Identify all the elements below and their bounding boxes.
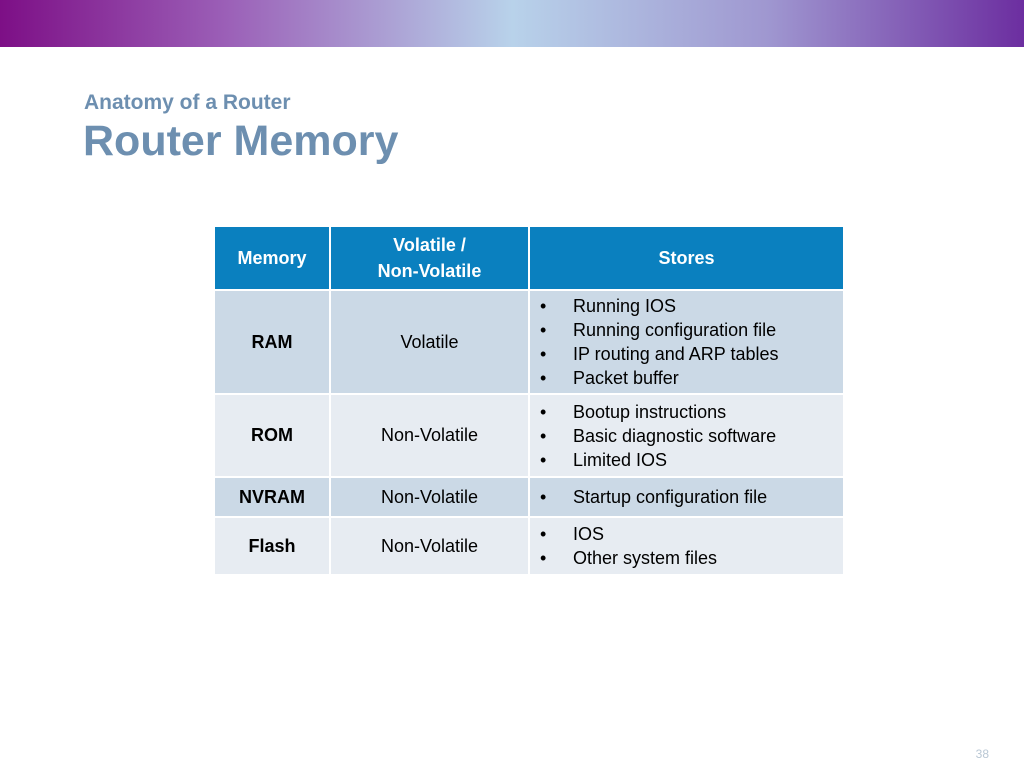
memory-name-cell: NVRAM <box>213 476 331 518</box>
stores-cell: Startup configuration file <box>528 476 845 518</box>
stores-list: Bootup instructions Basic diagnostic sof… <box>530 400 843 472</box>
table-row-ram: RAM Volatile Running IOS Running configu… <box>213 289 845 395</box>
header-volatility-line2: Non-Volatile <box>377 261 482 281</box>
memory-name-cell: RAM <box>213 289 331 395</box>
stores-list-item: Running configuration file <box>530 318 843 342</box>
page-number: 38 <box>975 747 989 761</box>
volatility-cell: Non-Volatile <box>329 393 530 478</box>
stores-list: Startup configuration file <box>530 485 843 509</box>
memory-name-cell: ROM <box>213 393 331 478</box>
stores-list-item: IP routing and ARP tables <box>530 342 843 366</box>
volatility-cell: Non-Volatile <box>329 516 530 576</box>
stores-list-item: IOS <box>530 522 843 546</box>
stores-cell: Running IOS Running configuration file I… <box>528 289 845 395</box>
header-volatility-line1: Volatile / <box>393 235 466 255</box>
router-memory-table: Memory Volatile / Non-Volatile Stores RA… <box>213 225 845 576</box>
volatility-cell: Volatile <box>329 289 530 395</box>
header-memory: Memory <box>213 225 331 291</box>
stores-cell: Bootup instructions Basic diagnostic sof… <box>528 393 845 478</box>
top-gradient-banner <box>0 0 1024 47</box>
stores-list-item: Limited IOS <box>530 448 843 472</box>
table-row-rom: ROM Non-Volatile Bootup instructions Bas… <box>213 393 845 478</box>
stores-cell: IOS Other system files <box>528 516 845 576</box>
header-volatility: Volatile / Non-Volatile <box>329 225 530 291</box>
slide-title: Router Memory <box>83 117 399 165</box>
table-row-nvram: NVRAM Non-Volatile Startup configuration… <box>213 476 845 518</box>
stores-list-item: Running IOS <box>530 294 843 318</box>
stores-list-item: Basic diagnostic software <box>530 424 843 448</box>
stores-list-item: Startup configuration file <box>530 485 843 509</box>
stores-list: Running IOS Running configuration file I… <box>530 294 843 390</box>
stores-list-item: Other system files <box>530 546 843 570</box>
table-row-flash: Flash Non-Volatile IOS Other system file… <box>213 516 845 576</box>
stores-list-item: Bootup instructions <box>530 400 843 424</box>
stores-list-item: Packet buffer <box>530 366 843 390</box>
stores-list: IOS Other system files <box>530 522 843 570</box>
table-header-row: Memory Volatile / Non-Volatile Stores <box>213 225 845 291</box>
volatility-cell: Non-Volatile <box>329 476 530 518</box>
slide-subtitle: Anatomy of a Router <box>84 91 291 114</box>
memory-name-cell: Flash <box>213 516 331 576</box>
header-stores: Stores <box>528 225 845 291</box>
